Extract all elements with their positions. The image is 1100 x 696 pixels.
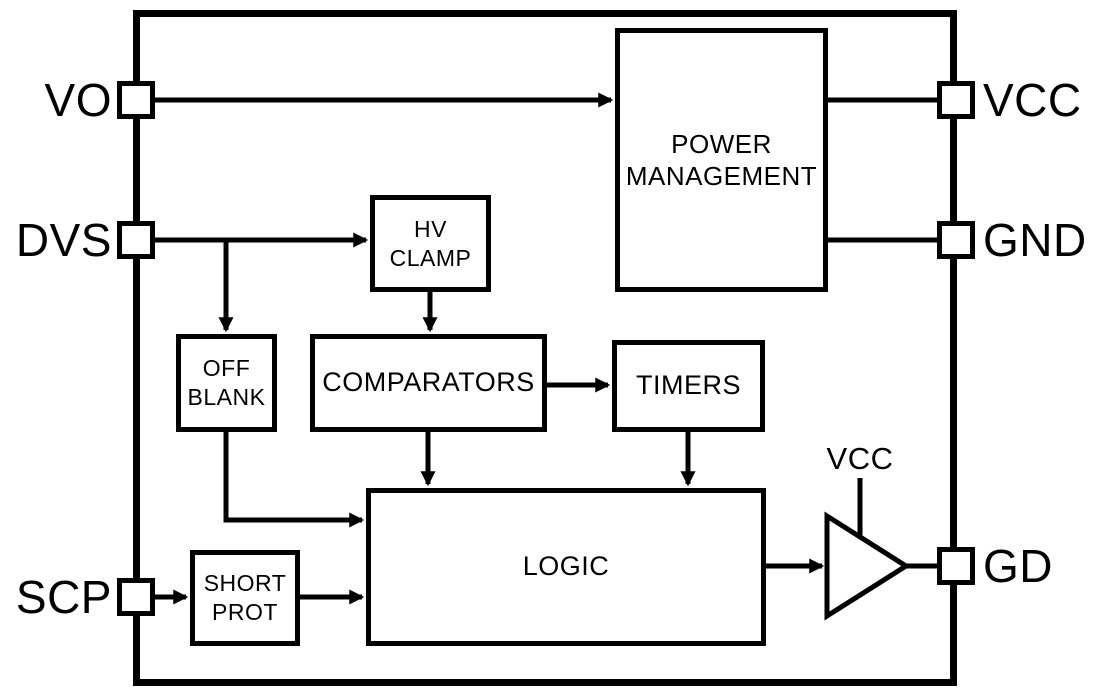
block-timers: TIMERS <box>612 340 765 432</box>
block-label: OFF <box>202 355 251 382</box>
block-label: COMPARATORS <box>322 367 535 398</box>
block-label: HV <box>414 215 447 242</box>
block-label: MANAGEMENT <box>625 161 818 191</box>
pin-label-vo: VO <box>44 74 112 126</box>
block-label: TIMERS <box>635 370 741 401</box>
block-comparators: COMPARATORS <box>310 334 547 432</box>
pin-scp <box>117 578 155 616</box>
pin-label-gnd: GND <box>983 214 1087 266</box>
block-power-management: POWER MANAGEMENT <box>615 28 828 292</box>
block-label: BLANK <box>187 384 266 410</box>
block-label: PROT <box>212 599 278 625</box>
pin-vcc <box>937 81 975 119</box>
block-label: LOGIC <box>522 551 610 582</box>
block-hv-clamp: HV CLAMP <box>370 195 491 292</box>
pin-label-dvs: DVS <box>15 214 112 266</box>
block-off-blank: OFF BLANK <box>176 334 277 432</box>
block-short-prot: SHORT PROT <box>190 550 300 646</box>
pin-gnd <box>937 221 975 259</box>
block-logic: LOGIC <box>366 488 766 646</box>
block-label: POWER <box>671 128 772 159</box>
block-label: CLAMP <box>389 244 472 271</box>
gate-driver-buffer-icon <box>824 511 911 621</box>
pin-label-scp: SCP <box>15 571 112 623</box>
pin-vo <box>117 81 155 119</box>
pin-label-vcc: VCC <box>983 74 1082 126</box>
pin-label-gd: GD <box>983 540 1053 592</box>
block-label: SHORT <box>203 570 287 597</box>
pin-dvs <box>117 221 155 259</box>
wire-off-blank-to-logic <box>223 429 365 528</box>
pin-gd <box>937 547 975 585</box>
driver-vcc-label: VCC <box>826 441 894 476</box>
